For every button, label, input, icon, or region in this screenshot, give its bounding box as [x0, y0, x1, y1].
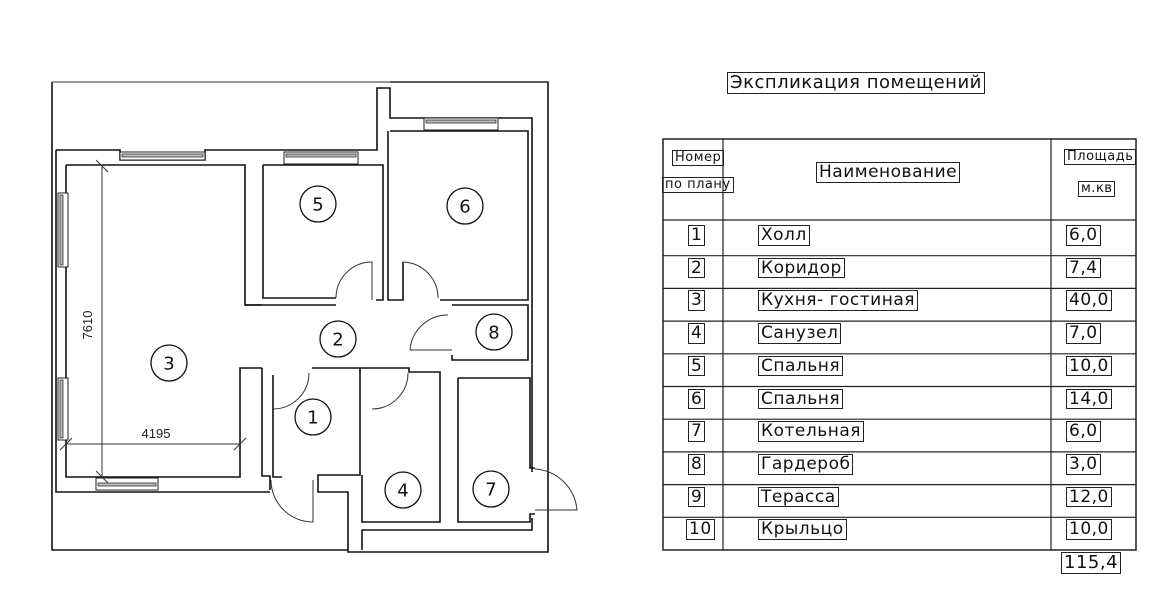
row-name: Терасса [758, 486, 839, 508]
row-area: 12,0 [1066, 486, 1112, 508]
dimension-label-height: 7610 [80, 311, 95, 340]
window-pane [425, 119, 497, 124]
room6-west [387, 131, 404, 301]
room6-walls [390, 130, 529, 301]
room3-inner-wall [66, 164, 262, 306]
svg-text:7: 7 [485, 480, 496, 501]
window-pane [59, 379, 64, 439]
row-name: Спальня [758, 355, 844, 377]
door-entrance [270, 479, 314, 523]
row-number: 2 [688, 257, 706, 279]
room-marker-8: 8 [475, 313, 513, 351]
row-area: 6,0 [1066, 421, 1101, 442]
header-number-line2: по плану [662, 177, 734, 194]
svg-text:8: 8 [488, 323, 499, 344]
row-number: 3 [688, 290, 706, 312]
door-room5 [335, 261, 373, 300]
row-area: 3,0 [1066, 453, 1101, 475]
dimension-tick [95, 470, 109, 484]
exterior-wall-outer-bottom [361, 518, 533, 550]
row-name: Котельная [758, 421, 864, 442]
svg-text:4: 4 [397, 481, 408, 502]
svg-text:1: 1 [307, 408, 318, 429]
row-area: 14,0 [1066, 388, 1112, 410]
explication-table-grid [662, 138, 1137, 551]
room-marker-3: 3 [150, 344, 188, 382]
row-area: 10,0 [1066, 519, 1112, 540]
row-area: 7,0 [1066, 323, 1101, 344]
exterior-wall-west [55, 150, 270, 493]
door-room4 [371, 372, 409, 410]
row-number: 6 [688, 388, 706, 410]
room-marker-7: 7 [472, 470, 510, 508]
row-number: 5 [688, 355, 706, 377]
row-number: 1 [688, 225, 706, 246]
door-room1 [272, 372, 310, 410]
exterior-wall-outer [56, 87, 533, 472]
room3-west-inner [65, 165, 262, 478]
window-pane [121, 153, 204, 158]
row-name: Крыльцо [758, 519, 847, 540]
svg-text:3: 3 [163, 354, 174, 375]
header-number-line1: Номер [672, 150, 725, 167]
dimension-label-width: 4195 [142, 426, 171, 441]
dimension-tick [59, 437, 73, 451]
row-name: Холл [758, 225, 810, 246]
svg-text:6: 6 [459, 197, 470, 218]
table-title: Экспликация помещений [727, 72, 985, 94]
window-pane [97, 482, 157, 487]
row-name: Гардероб [758, 453, 854, 475]
door-room6 [402, 261, 439, 299]
door-room7 [534, 468, 578, 511]
row-name: Кухня- гостиная [758, 290, 918, 312]
room1-walls-c [312, 367, 361, 550]
room-marker-2: 2 [319, 320, 357, 358]
room-marker-1: 1 [294, 398, 332, 436]
room7-walls [458, 377, 535, 469]
header-area-line1: Площадь [1064, 149, 1137, 166]
window-pane [285, 153, 357, 158]
room1-walls-b [272, 375, 282, 478]
room1-walls [261, 368, 271, 490]
row-number: 9 [688, 486, 706, 508]
room4-walls [360, 367, 441, 523]
room5-walls-b [262, 165, 336, 299]
row-area: 7,4 [1066, 257, 1101, 279]
row-name: Санузел [758, 323, 842, 344]
row-area: 6,0 [1066, 225, 1101, 246]
door-room8 [409, 314, 449, 351]
dimension-tick [233, 437, 247, 451]
room-marker-4: 4 [384, 471, 422, 509]
window-pane [59, 194, 64, 266]
row-area: 40,0 [1066, 290, 1112, 312]
header-area-line2: м.кв [1078, 181, 1116, 198]
table-row-lines [663, 255, 1136, 518]
row-number: 7 [688, 421, 706, 442]
room5-walls [263, 164, 384, 301]
room7-walls-b [457, 378, 535, 523]
room-marker-5: 5 [299, 185, 337, 223]
row-area: 10,0 [1066, 355, 1112, 377]
row-number: 10 [686, 519, 715, 540]
table-total: 115,4 [1061, 552, 1122, 574]
svg-text:2: 2 [332, 330, 343, 351]
room8-walls [451, 304, 529, 361]
room-marker-6: 6 [446, 187, 484, 225]
row-number: 8 [688, 453, 706, 475]
row-name: Коридор [758, 257, 845, 279]
dimension-tick [95, 159, 109, 173]
row-name: Спальня [758, 388, 844, 410]
row-number: 4 [688, 323, 706, 344]
header-name: Наименование [816, 162, 961, 183]
svg-text:5: 5 [312, 195, 323, 216]
